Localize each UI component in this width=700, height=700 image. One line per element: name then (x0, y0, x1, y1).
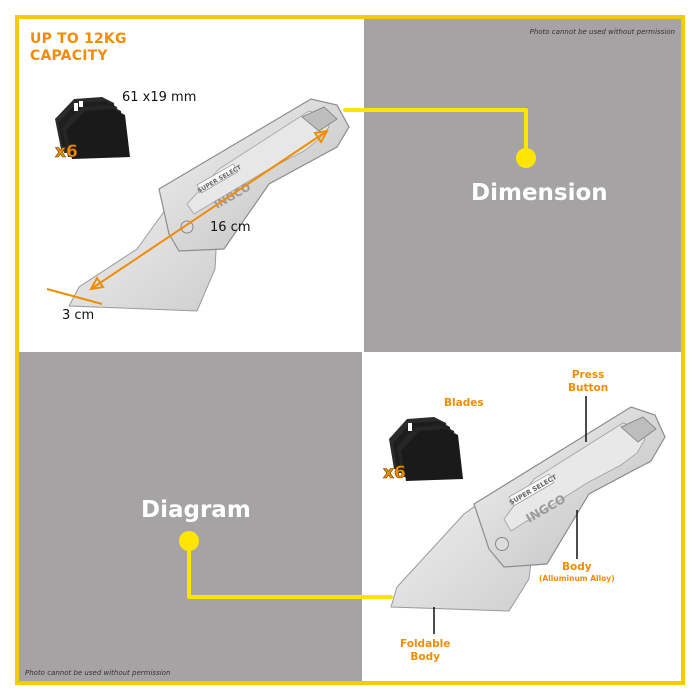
body-material-label: (Alluminum Alloy) (539, 574, 615, 583)
capacity-line-1: UP TO 12KG (30, 31, 127, 47)
panel-diagram-title (19, 352, 362, 681)
permission-note-bottom: Photo cannot be used without permission (25, 669, 171, 677)
panel-diagram-photo (362, 352, 681, 681)
press-button-line-2: Button (568, 382, 609, 394)
blades-callout: Blades (444, 397, 484, 409)
width-label: 3 cm (62, 308, 95, 323)
body-callout: Body (Alluminum Alloy) (539, 561, 615, 584)
infographic-frame: x6 SUPER SELECT INGCO (15, 15, 685, 685)
diagram-heading: Diagram (141, 497, 251, 523)
foldable-line-2: Body (410, 651, 440, 663)
capacity-label: UP TO 12KG CAPACITY (30, 31, 127, 65)
length-label: 16 cm (210, 220, 251, 235)
blade-size-label: 61 x19 mm (122, 90, 197, 105)
panel-dimension-title (364, 19, 681, 352)
body-label: Body (562, 561, 592, 573)
press-button-line-1: Press (571, 369, 605, 381)
press-button-callout: Press Button (568, 369, 608, 395)
foldable-line-1: Foldable (400, 638, 451, 650)
panel-dimension-photo (19, 19, 364, 352)
dimension-heading: Dimension (471, 180, 608, 206)
permission-note-top: Photo cannot be used without permission (529, 28, 675, 36)
capacity-line-2: CAPACITY (30, 48, 108, 64)
foldable-body-callout: Foldable Body (400, 638, 450, 664)
